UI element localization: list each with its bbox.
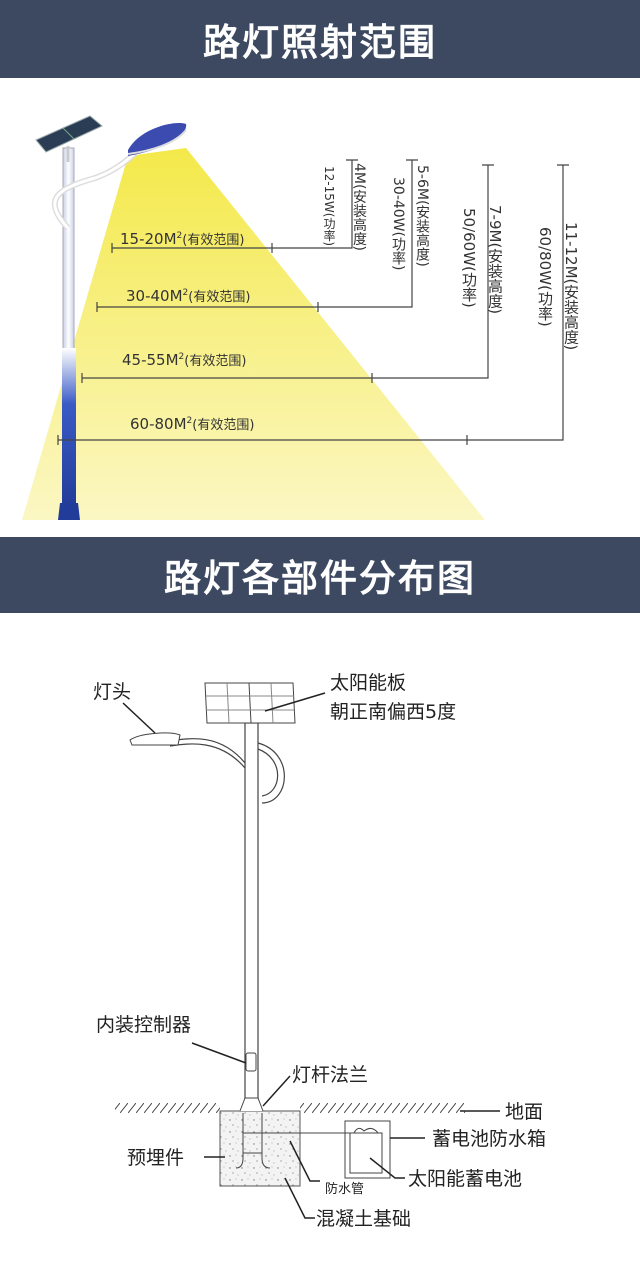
label-controller: 内装控制器 xyxy=(96,1014,191,1036)
lamp-head-icon xyxy=(127,123,187,156)
ground-hatch-left xyxy=(115,1103,220,1113)
range-label-1: 15-20M2(有效范围) xyxy=(120,230,245,248)
label-flange: 灯杆法兰 xyxy=(292,1064,368,1086)
height-label-2: 5-6M(安装高度) xyxy=(414,165,430,267)
label-battery-box: 蓄电池防水箱 xyxy=(432,1128,546,1150)
power-label-2: 30-40W(功率) xyxy=(390,177,406,271)
dimension-line-4 xyxy=(57,164,569,445)
label-panel-orientation: 朝正南偏西5度 xyxy=(330,701,456,723)
solar-panel-icon xyxy=(35,115,103,162)
concrete-foundation xyxy=(219,1110,301,1187)
range-label-2: 30-40M2(有效范围) xyxy=(126,287,251,305)
lamp-arm-inner xyxy=(53,151,137,230)
label-concrete: 混凝土基础 xyxy=(316,1208,411,1230)
height-label-4: 11-12M(安装高度) xyxy=(562,222,580,351)
label-waterproof-pipe: 防水管 xyxy=(325,1181,364,1197)
leader-lines xyxy=(122,692,500,1219)
section-title-illumination: 路灯照射范围 xyxy=(0,0,640,78)
controller-box xyxy=(245,1052,257,1072)
embedded-bolts xyxy=(235,1113,271,1169)
power-label-1: 12-15W(功率) xyxy=(322,166,336,247)
label-lamp-head: 灯头 xyxy=(93,681,131,703)
power-label-4: 60/80W(功率) xyxy=(536,227,554,327)
dimension-line-1 xyxy=(111,159,358,253)
dimension-line-3 xyxy=(81,164,494,383)
flange xyxy=(239,1097,264,1112)
pole-base xyxy=(62,348,76,508)
range-label-3: 45-55M2(有效范围) xyxy=(122,351,247,369)
label-battery: 太阳能蓄电池 xyxy=(408,1168,522,1190)
height-label-1: 4M(安装高度) xyxy=(351,163,367,251)
power-label-3: 50/60W(功率) xyxy=(460,208,478,308)
lamp-arm xyxy=(169,738,246,764)
label-ground: 地面 xyxy=(505,1101,543,1123)
pole xyxy=(244,722,259,1109)
label-embedded-part: 预埋件 xyxy=(127,1147,184,1169)
illumination-diagram xyxy=(22,115,569,520)
label-solar-panel: 太阳能板 xyxy=(330,672,406,694)
components-diagram: 灯头 太阳能板 朝正南偏西5度 内装控制器 灯杆法兰 地面 蓄电池防水箱 预埋件… xyxy=(93,672,546,1230)
height-label-3: 7-9M(安装高度) xyxy=(486,205,504,315)
decorative-loop xyxy=(257,742,285,804)
lamp-head-icon xyxy=(129,732,181,746)
light-cone xyxy=(22,148,485,520)
section-title-components: 路灯各部件分布图 xyxy=(0,537,640,613)
dimension-lines xyxy=(57,159,569,445)
range-label-4: 60-80M2(有效范围) xyxy=(130,415,255,433)
solar-panel-icon xyxy=(204,682,296,724)
dimension-line-2 xyxy=(96,159,418,312)
ground-hatch-right xyxy=(300,1103,465,1113)
pole-base-foot xyxy=(58,503,80,520)
battery-icon xyxy=(349,1132,383,1174)
